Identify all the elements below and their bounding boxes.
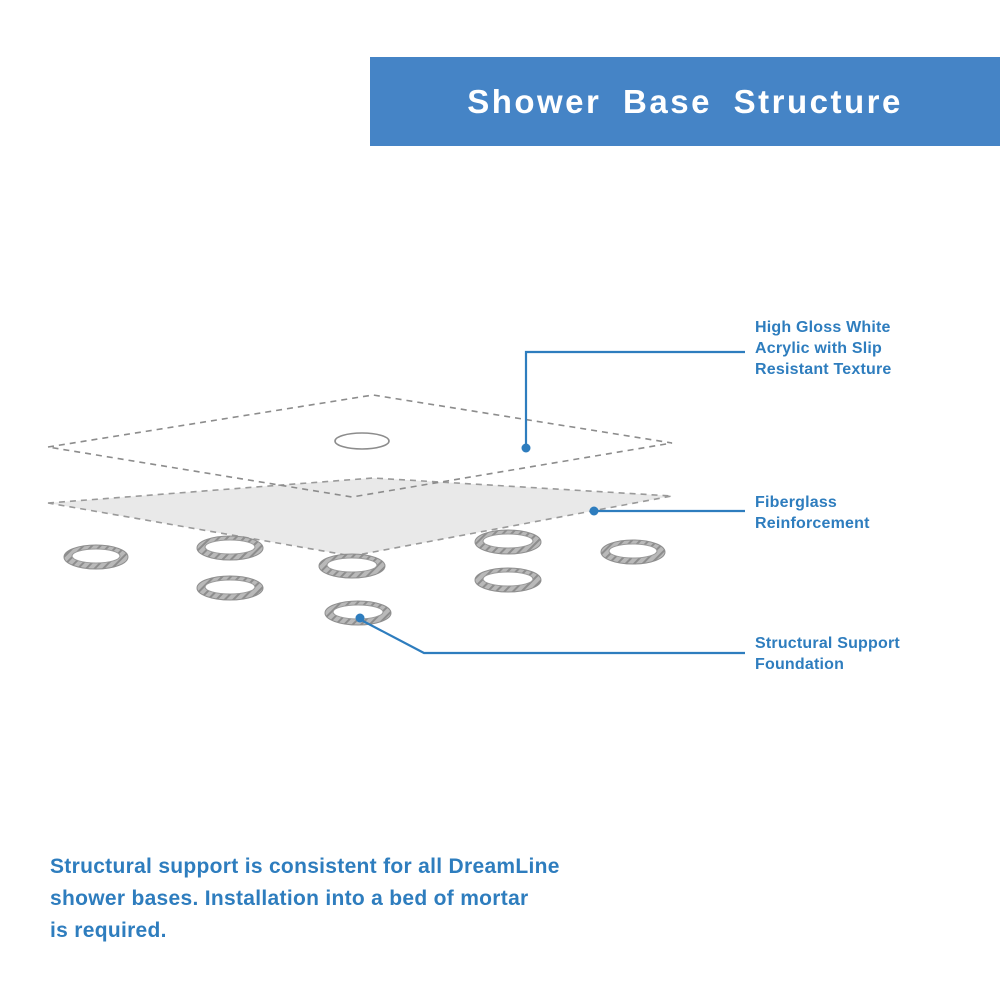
footer-line: shower bases. Installation into a bed of… [50,887,529,910]
support-ring [196,535,264,561]
callout-line: Acrylic with Slip [755,340,882,357]
footer-line: is required. [50,919,167,942]
page-title: Shower Base Structure [467,82,903,120]
support-ring [474,529,542,555]
support-ring [318,553,386,579]
support-rings [63,529,666,626]
callout-line: Structural Support [755,635,900,652]
footer-note: Structural support is consistent for all… [50,851,560,947]
callout-line: Resistant Texture [755,361,892,378]
callout-support: Structural Support Foundation [755,633,900,675]
support-ring [63,544,129,570]
callout-line: High Gloss White [755,319,891,336]
support-ring [196,575,264,601]
acrylic-leader-line [521,350,745,453]
footer-line: Structural support is consistent for all… [50,855,560,878]
support-ring [474,567,542,593]
title-banner: Shower Base Structure [370,57,1000,146]
support-ring [324,600,392,626]
drain-hole [334,432,390,450]
fiberglass-leader-line [589,506,745,516]
callout-line: Reinforcement [755,515,870,532]
fiberglass-layer [47,477,673,557]
acrylic-top-layer [47,394,673,498]
callout-line: Foundation [755,656,845,673]
callout-fiberglass: Fiberglass Reinforcement [755,492,870,534]
support-leader-line [355,613,745,655]
callout-line: Fiberglass [755,494,838,511]
callout-acrylic: High Gloss White Acrylic with Slip Resis… [755,317,891,380]
support-ring [600,539,666,565]
